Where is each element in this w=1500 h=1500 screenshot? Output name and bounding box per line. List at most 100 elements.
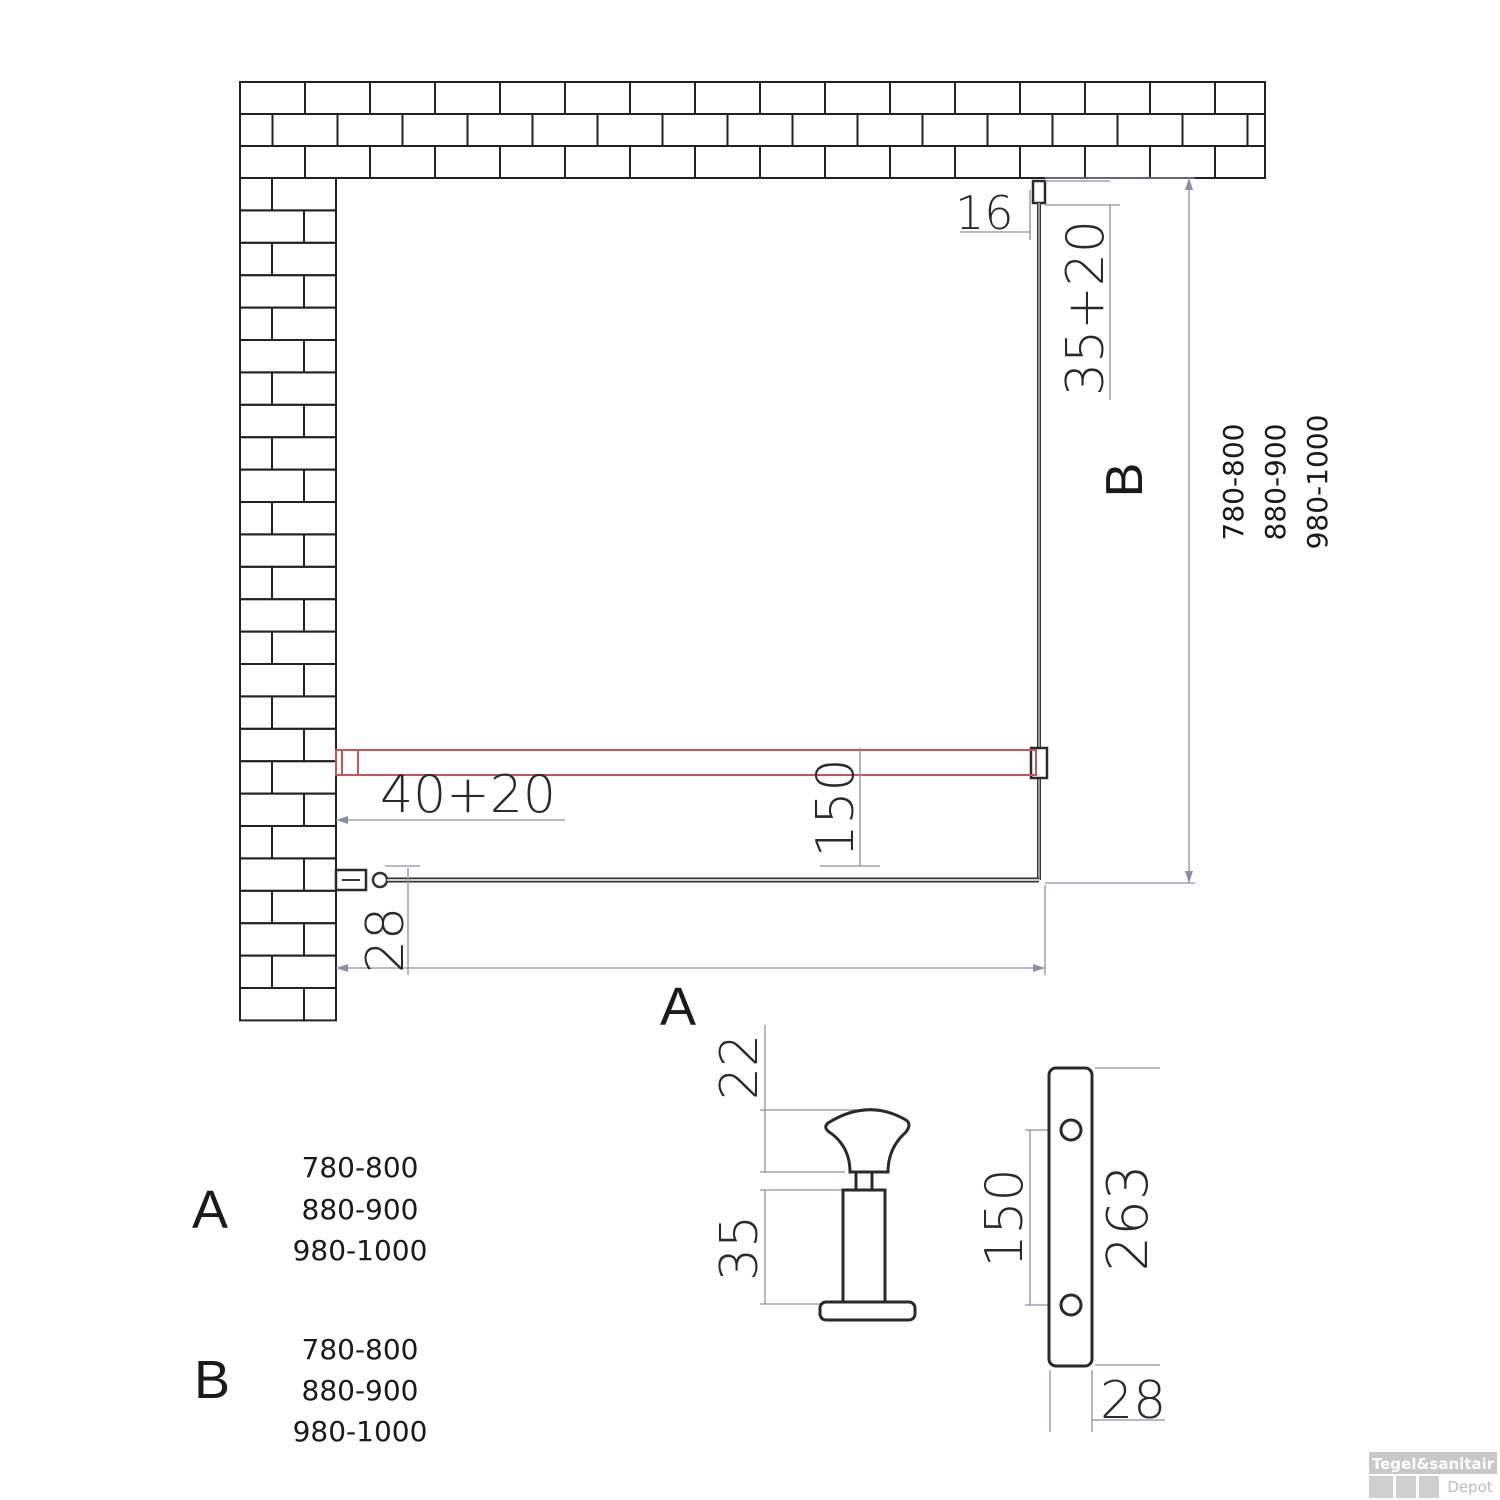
drop-icon [1369,1476,1393,1498]
brick [759,145,826,179]
front-glass-panel [334,868,1039,892]
brick [271,760,337,795]
stabilizer-bar [335,749,1037,776]
brick [239,695,273,730]
brick [694,81,761,115]
brick [239,760,273,795]
brick [791,113,859,147]
dim-wall-adjust: 40+20 [380,765,556,825]
brick [401,113,469,147]
legend-a-label: A [192,1180,228,1240]
brick [239,825,273,860]
brick [531,113,599,147]
brick [239,663,305,698]
brick [271,565,337,601]
brick [271,501,337,536]
brick [1246,113,1266,147]
brick [303,533,337,568]
legend-a-range-2: 880-900 [302,1193,419,1226]
brick [303,209,337,244]
brick [271,306,337,342]
brick [986,113,1054,147]
legend-b-range-2: 880-900 [302,1374,419,1407]
brick [921,113,989,147]
left-brick-wall [239,177,337,1022]
b-range-2: 880-900 [1259,424,1292,541]
brick [239,889,273,925]
dim-profile-depth: 28 [356,907,416,973]
brick [1019,81,1086,115]
side-label-b: B [1096,463,1154,498]
brick [271,825,337,860]
brick [1116,113,1184,147]
brick [434,81,501,115]
brick [239,145,306,179]
dimension-lines [336,177,1195,1432]
brick [303,598,337,633]
brick [239,630,273,665]
brick [304,145,371,179]
size-legend: A 780-800 880-900 980-1000 B 780-800 880… [192,1151,427,1448]
top-brick-wall [239,81,1266,179]
dim-plate-hole-spacing: 150 [975,1168,1035,1267]
logo-sub-text: Depot [1447,1478,1492,1496]
brick [303,403,337,439]
legend-a-range-1: 780-800 [302,1151,419,1184]
brick [239,792,305,827]
brick [499,145,566,179]
brick [271,436,337,471]
b-range-1: 780-800 [1217,424,1250,541]
brick [239,533,305,568]
brick [336,113,404,147]
brick [1084,81,1151,115]
brick [239,306,273,342]
brick [1051,113,1119,147]
brick [239,922,305,957]
brick [824,81,891,115]
brick [1084,145,1151,179]
brick [271,695,337,730]
brick [303,727,337,763]
brick [271,177,337,212]
brick [759,81,826,115]
brick [434,145,501,179]
brick [856,113,924,147]
mounting-plate-detail [1047,1066,1094,1368]
brick [239,987,305,1022]
b-range-3: 980-1000 [1301,415,1334,550]
brick [661,113,729,147]
brick [303,987,337,1022]
brick [564,145,631,179]
dim-top-clearance: 16 [955,186,1014,240]
brick [1214,81,1266,115]
side-label-a: A [660,977,696,1037]
brick [303,339,337,374]
brick [303,792,337,827]
brick [954,81,1021,115]
brick [239,857,305,892]
dim-top-adjust: 35+20 [1056,220,1116,396]
brick [239,371,273,406]
brick [629,81,696,115]
dim-foot-height: 35 [710,1215,770,1281]
brick [239,403,305,439]
brick [239,81,306,115]
brick [303,274,337,309]
brick [889,81,956,115]
brick [239,113,274,147]
brick [564,81,631,115]
brick [239,177,273,212]
brick [1019,145,1086,179]
brick [303,922,337,957]
knob-detail [818,1108,917,1322]
brick [824,145,891,179]
brick [369,145,436,179]
brick [271,630,337,665]
brick [239,436,273,471]
brick [1149,81,1216,115]
brick [303,857,337,892]
legend-b-range-1: 780-800 [302,1333,419,1366]
brick [271,889,337,925]
b-vertical-ranges: 780-800 880-900 980-1000 [1217,415,1334,550]
